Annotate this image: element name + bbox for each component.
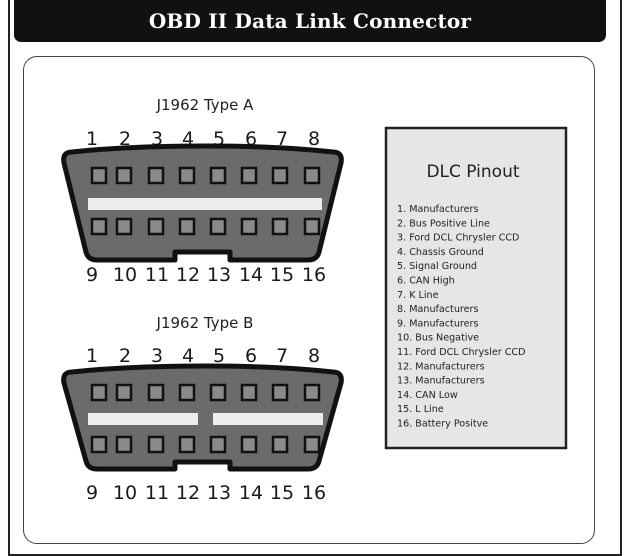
dlc-pinout-box: DLC Pinout 1. Manufacturers 2. Bus Positi…: [384, 126, 568, 450]
pinout-item: 16. Battery Positve: [397, 419, 488, 430]
connector-b-pin-5: [209, 383, 227, 402]
connector-b-pin-9: [90, 435, 108, 454]
connector-b-pin-8: [303, 383, 321, 402]
connector-b-pin-1: [90, 383, 108, 402]
connector-a-pin-number-16: 16: [302, 264, 326, 286]
connector-b-pin-number-11: 11: [145, 482, 169, 504]
connector-a-pin-2: [115, 166, 133, 185]
connector-a-pin-7: [271, 166, 289, 185]
connector-a-pin-12: [178, 217, 196, 236]
connector-b-pin-number-7: 7: [276, 345, 288, 367]
connector-a-pin-8: [303, 166, 321, 185]
connector-b-right-rail: [213, 413, 323, 425]
connector-a-pin-5: [209, 166, 227, 185]
pinout-title: DLC Pinout: [426, 162, 519, 182]
connector-a-pin-9: [90, 217, 108, 236]
connector-b-bottom-pin-numbers: 9 10 11 12 13 14 15 16: [86, 482, 326, 504]
connector-a-pin-number-11: 11: [145, 264, 169, 286]
connector-b-left-rail: [88, 413, 198, 425]
connector-b-top-row: [90, 383, 321, 402]
connector-a-pin-3: [147, 166, 165, 185]
connector-a-pin-15: [271, 217, 289, 236]
pinout-item: 10. Bus Negative: [397, 333, 479, 344]
connector-b-pin-number-14: 14: [239, 482, 263, 504]
page-title: OBD II Data Link Connector: [148, 9, 472, 33]
connector-a-pin-number-14: 14: [239, 264, 263, 286]
connector-a-pin-1: [90, 166, 108, 185]
connector-b-pin-12: [178, 435, 196, 454]
connector-a-pin-number-7: 7: [276, 128, 288, 150]
connector-a-pin-13: [209, 217, 227, 236]
connector-b-pin-number-10: 10: [113, 482, 137, 504]
connector-a-pin-number-8: 8: [308, 128, 320, 150]
connector-b-pin-number-3: 3: [151, 345, 163, 367]
connector-a-pin-number-10: 10: [113, 264, 137, 286]
connector-a-pin-6: [240, 166, 258, 185]
pinout-item: 13. Manufacturers: [397, 376, 485, 387]
connector-b-pin-15: [271, 435, 289, 454]
pinout-item: 9. Manufacturers: [397, 318, 478, 329]
connector-b-pin-3: [147, 383, 165, 402]
pinout-panel: [384, 126, 568, 450]
pinout-item: 2. Bus Positive Line: [397, 218, 490, 229]
connector-b-pin-number-6: 6: [245, 345, 257, 367]
pinout-item: 12. Manufacturers: [397, 361, 485, 372]
connector-b-pin-14: [240, 435, 258, 454]
outer-frame: [8, 0, 622, 556]
connector-b-pin-number-5: 5: [213, 345, 225, 367]
connector-b-pin-2: [115, 383, 133, 402]
pinout-item: 3. Ford DCL Chrysler CCD: [397, 233, 519, 244]
connector-a-pin-10: [115, 217, 133, 236]
connector-b-pin-number-16: 16: [302, 482, 326, 504]
connector-a-center-rail: [88, 198, 322, 210]
connector-b-pin-16: [303, 435, 321, 454]
pinout-item: 15. L Line: [397, 404, 444, 415]
connector-a-pin-16: [303, 217, 321, 236]
connector-a-pin-14: [240, 217, 258, 236]
pinout-item: 8. Manufacturers: [397, 304, 478, 315]
pinout-item: 7. K Line: [397, 290, 439, 301]
connector-b-pin-number-15: 15: [270, 482, 294, 504]
connector-b-pin-number-2: 2: [119, 345, 131, 367]
connector-b-pin-number-12: 12: [176, 482, 200, 504]
connector-a-pin-number-13: 13: [207, 264, 231, 286]
connector-a-top-row: [90, 166, 321, 185]
connector-a-bottom-pin-numbers: 9 10 11 12 13 14 15 16: [86, 264, 326, 286]
pinout-item: 1. Manufacturers: [397, 204, 478, 215]
pinout-item: 5. Signal Ground: [397, 261, 477, 272]
connector-b-pin-10: [115, 435, 133, 454]
connector-b-pin-11: [147, 435, 165, 454]
pinout-item: 6. CAN High: [397, 276, 455, 287]
connector-b-bottom-row: [90, 435, 321, 454]
pinout-item: 4. Chassis Ground: [397, 247, 484, 258]
connector-b-pin-number-13: 13: [207, 482, 231, 504]
connector-a-pin-number-1: 1: [86, 128, 98, 150]
connector-b-pin-6: [240, 383, 258, 402]
connector-a-pin-number-15: 15: [270, 264, 294, 286]
connector-b-pin-13: [209, 435, 227, 454]
connector-b-pin-number-4: 4: [182, 345, 194, 367]
pinout-item: 11. Ford DCL Chrysler CCD: [397, 347, 526, 358]
pinout-item: 14. CAN Low: [397, 390, 458, 401]
connector-a-bottom-row: [90, 217, 321, 236]
connector-b-pin-number-1: 1: [86, 345, 98, 367]
title-bar: OBD II Data Link Connector: [14, 0, 606, 42]
connector-a-pin-number-2: 2: [119, 128, 131, 150]
connector-b-pin-number-9: 9: [86, 482, 98, 504]
connector-a-pin-11: [147, 217, 165, 236]
connector-a-pin-number-9: 9: [86, 264, 98, 286]
connector-b-label: J1962 Type B: [156, 314, 254, 332]
connector-a-pin-4: [178, 166, 196, 185]
connector-b-pin-7: [271, 383, 289, 402]
connector-a-label: J1962 Type A: [156, 96, 255, 114]
connector-a-pin-number-12: 12: [176, 264, 200, 286]
connector-b-pin-4: [178, 383, 196, 402]
pinout-list: 1. Manufacturers 2. Bus Positive Line 3. F…: [397, 204, 526, 430]
connector-b-pin-number-8: 8: [308, 345, 320, 367]
